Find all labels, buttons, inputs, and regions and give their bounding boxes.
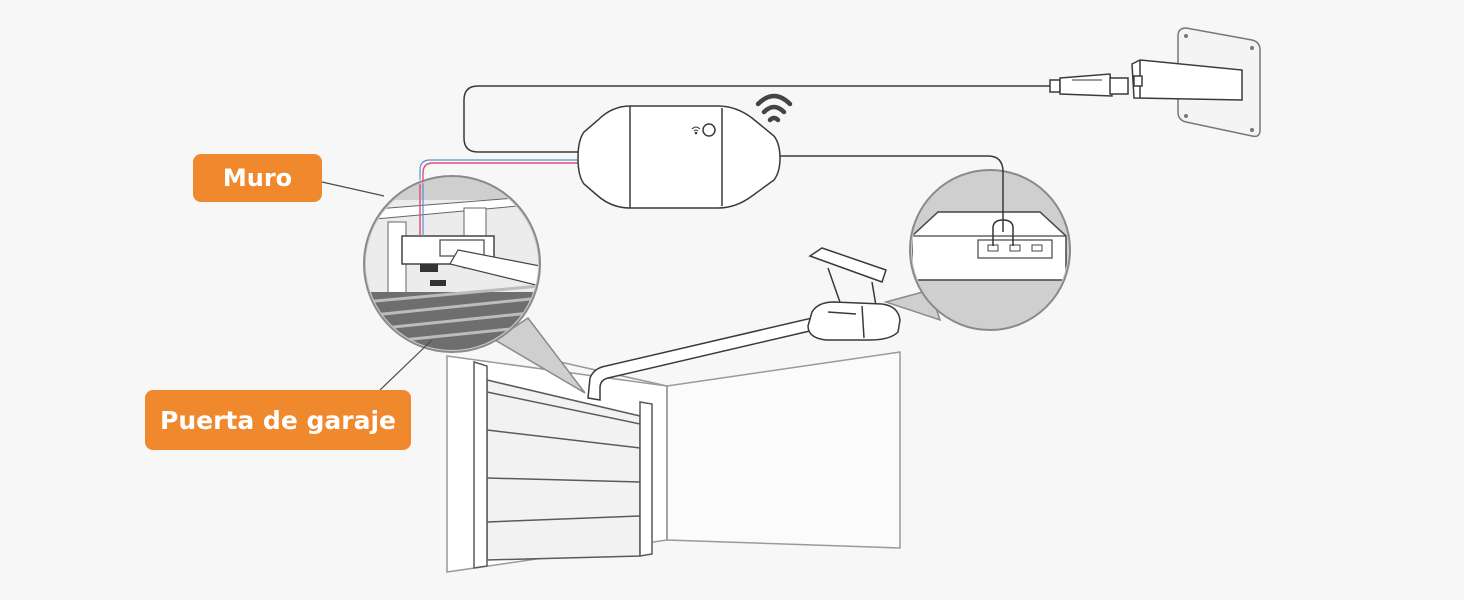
opener-motor-housing (807, 301, 901, 341)
opener-bracket-arm (871, 281, 877, 307)
garage-interior-wall (666, 351, 901, 549)
garage-door-top-rail (486, 391, 641, 425)
wall-label: Muro (193, 154, 322, 202)
smart-controller-device (577, 105, 781, 209)
opener-motor-detail (861, 305, 865, 339)
sensor-wire-blue (419, 159, 580, 180)
garage-door-right-frame (639, 401, 653, 557)
plate-screw (1250, 46, 1254, 50)
sensor-wire-red (422, 162, 580, 182)
garage-door-panel-seam (486, 515, 641, 523)
door-callout-line (379, 339, 433, 391)
power-button-icon (702, 123, 716, 137)
magnified-door-edge (449, 249, 538, 287)
floor-slat (366, 284, 538, 304)
cables (321, 85, 1050, 391)
floor-slat (366, 296, 538, 318)
garage-door-panel-seam (486, 429, 641, 449)
device-body (577, 105, 781, 209)
garage-door-panel-seam (486, 477, 641, 483)
garage-door (473, 360, 653, 569)
garage-door-label: Puerta de garaje (145, 390, 411, 450)
opener-ceiling-bracket (808, 247, 887, 283)
terminal-screw (1031, 244, 1043, 252)
opener-cable (776, 155, 1004, 232)
opener-terminal-magnifier (883, 169, 1071, 331)
garage-opener (587, 247, 901, 401)
usb-plug-body (1059, 73, 1113, 97)
magnified-door-frame (366, 195, 538, 221)
plate-screw (1250, 128, 1254, 132)
wifi-icon (691, 126, 701, 135)
garage-door-left-frame (473, 360, 488, 569)
charger-brick (1131, 59, 1243, 101)
charger-usb-port (1133, 75, 1143, 87)
magnified-sensor-part (420, 264, 438, 272)
power-cable (463, 85, 1050, 153)
plate-screw (1184, 114, 1188, 118)
magnified-sensor-part (430, 280, 446, 286)
opener-motor-detail (827, 311, 857, 315)
usb-power-adapter (1049, 27, 1261, 138)
plate-screw (1184, 34, 1188, 38)
usb-plug-head (1109, 77, 1129, 95)
wall-sensor-magnifier (363, 175, 586, 394)
usb-plug-tip (1049, 79, 1061, 93)
wall-callout-line (321, 181, 385, 197)
wifi-icon (755, 93, 793, 123)
terminal-screw (1009, 244, 1021, 252)
opener-bracket-arm (827, 267, 843, 309)
